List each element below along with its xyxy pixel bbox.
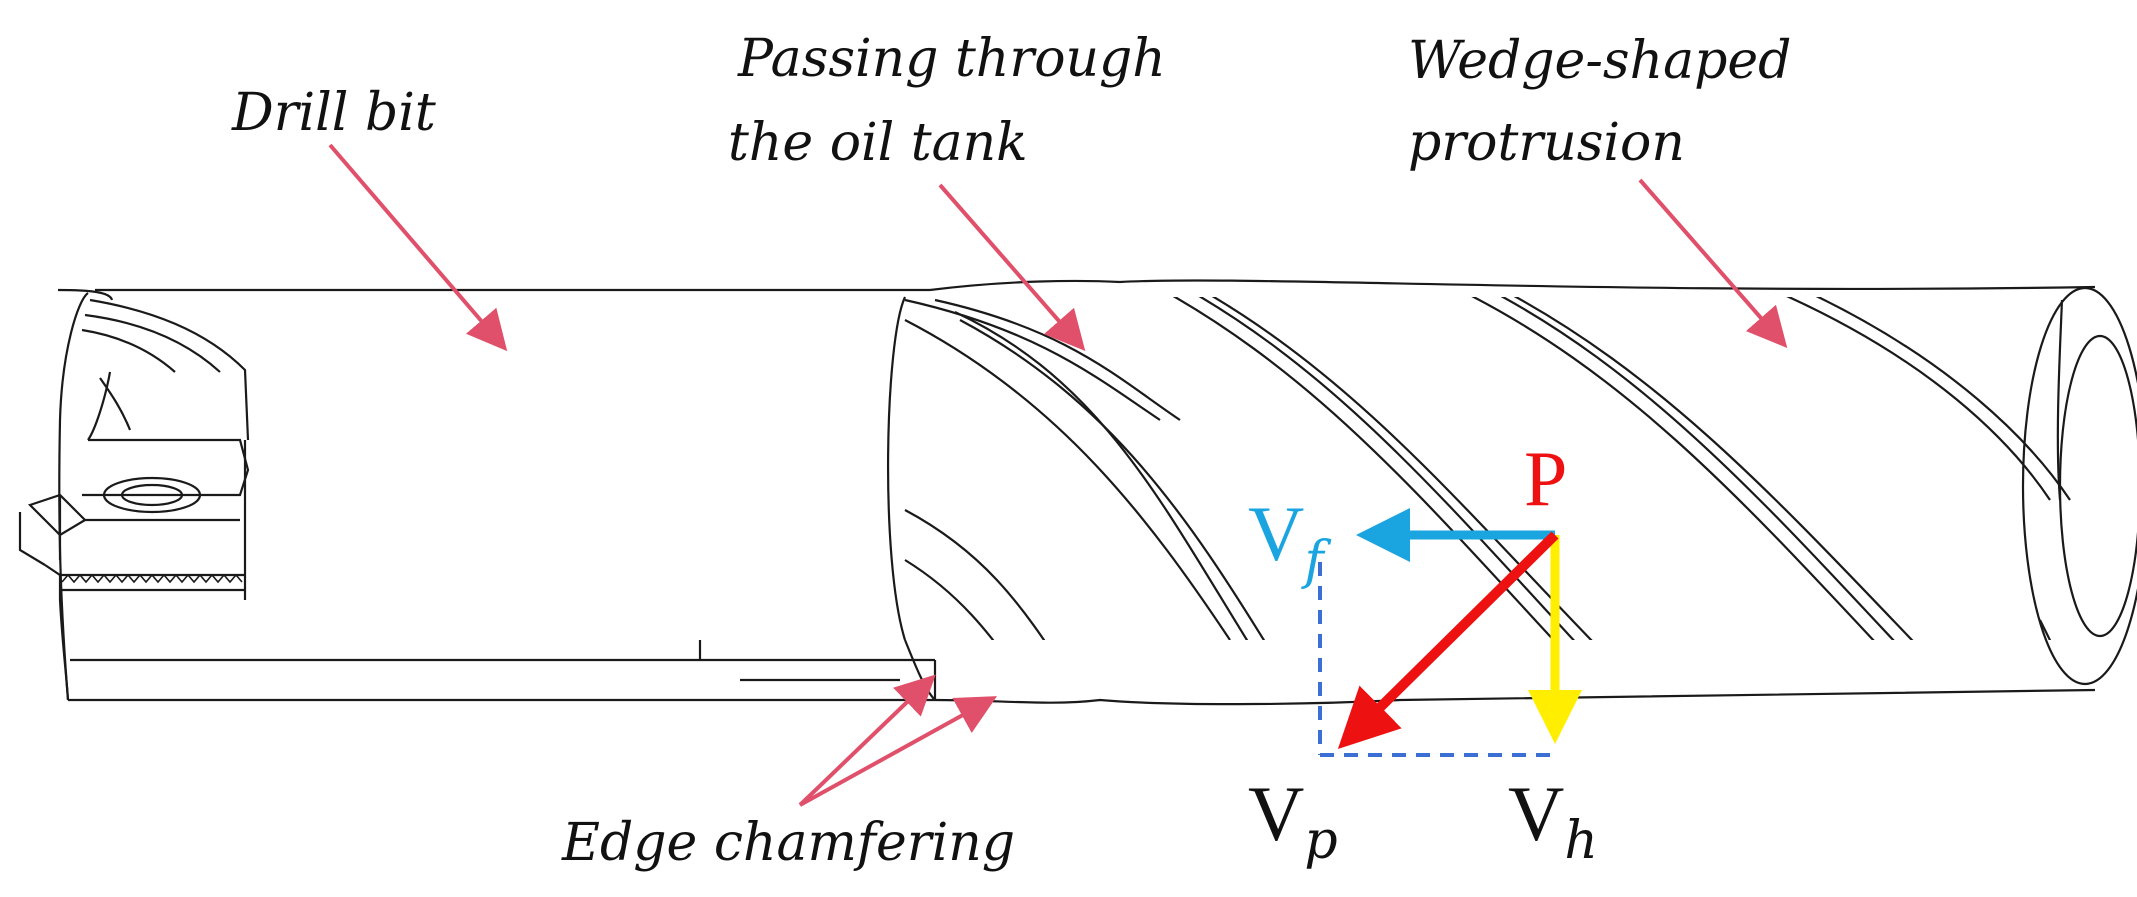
label-vp-sub: p: [1304, 811, 1338, 871]
label-drill-bit: Drill bit: [232, 83, 436, 143]
arrow-passing: [938, 183, 1086, 352]
drill-shank: [57, 288, 937, 702]
arrow-chamfer-1: [798, 674, 936, 807]
label-passing-line1: Passing through: [738, 29, 1166, 89]
label-vp-main: V: [1248, 770, 1305, 857]
vp-arrow: [1337, 531, 1559, 750]
pointer-arrows: [328, 143, 1788, 807]
arrow-wedge: [1638, 178, 1788, 349]
label-passing-line2: the oil tank: [728, 113, 1028, 173]
label-vp: Vp: [1248, 775, 1338, 868]
cutting-head: [18, 298, 250, 701]
label-point-p: P: [1524, 435, 1568, 522]
label-vf-sub: f: [1304, 531, 1324, 591]
label-vh-main: V: [1508, 770, 1565, 857]
label-wedge-line2: protrusion: [1408, 113, 1685, 173]
label-wedge-line1: Wedge-shaped: [1408, 31, 1792, 91]
label-vh: Vh: [1508, 775, 1598, 868]
label-vf: Vf: [1248, 495, 1324, 588]
arrow-drill-bit: [328, 143, 508, 352]
label-vf-main: V: [1248, 490, 1305, 577]
arrow-chamfer-2: [799, 696, 998, 807]
label-vh-sub: h: [1564, 811, 1598, 871]
velocity-vectors: [1318, 508, 1582, 757]
cutting-teeth: [61, 573, 243, 584]
fluted-body: [886, 279, 2137, 706]
label-edge-chamfering: Edge chamfering: [562, 813, 1016, 873]
